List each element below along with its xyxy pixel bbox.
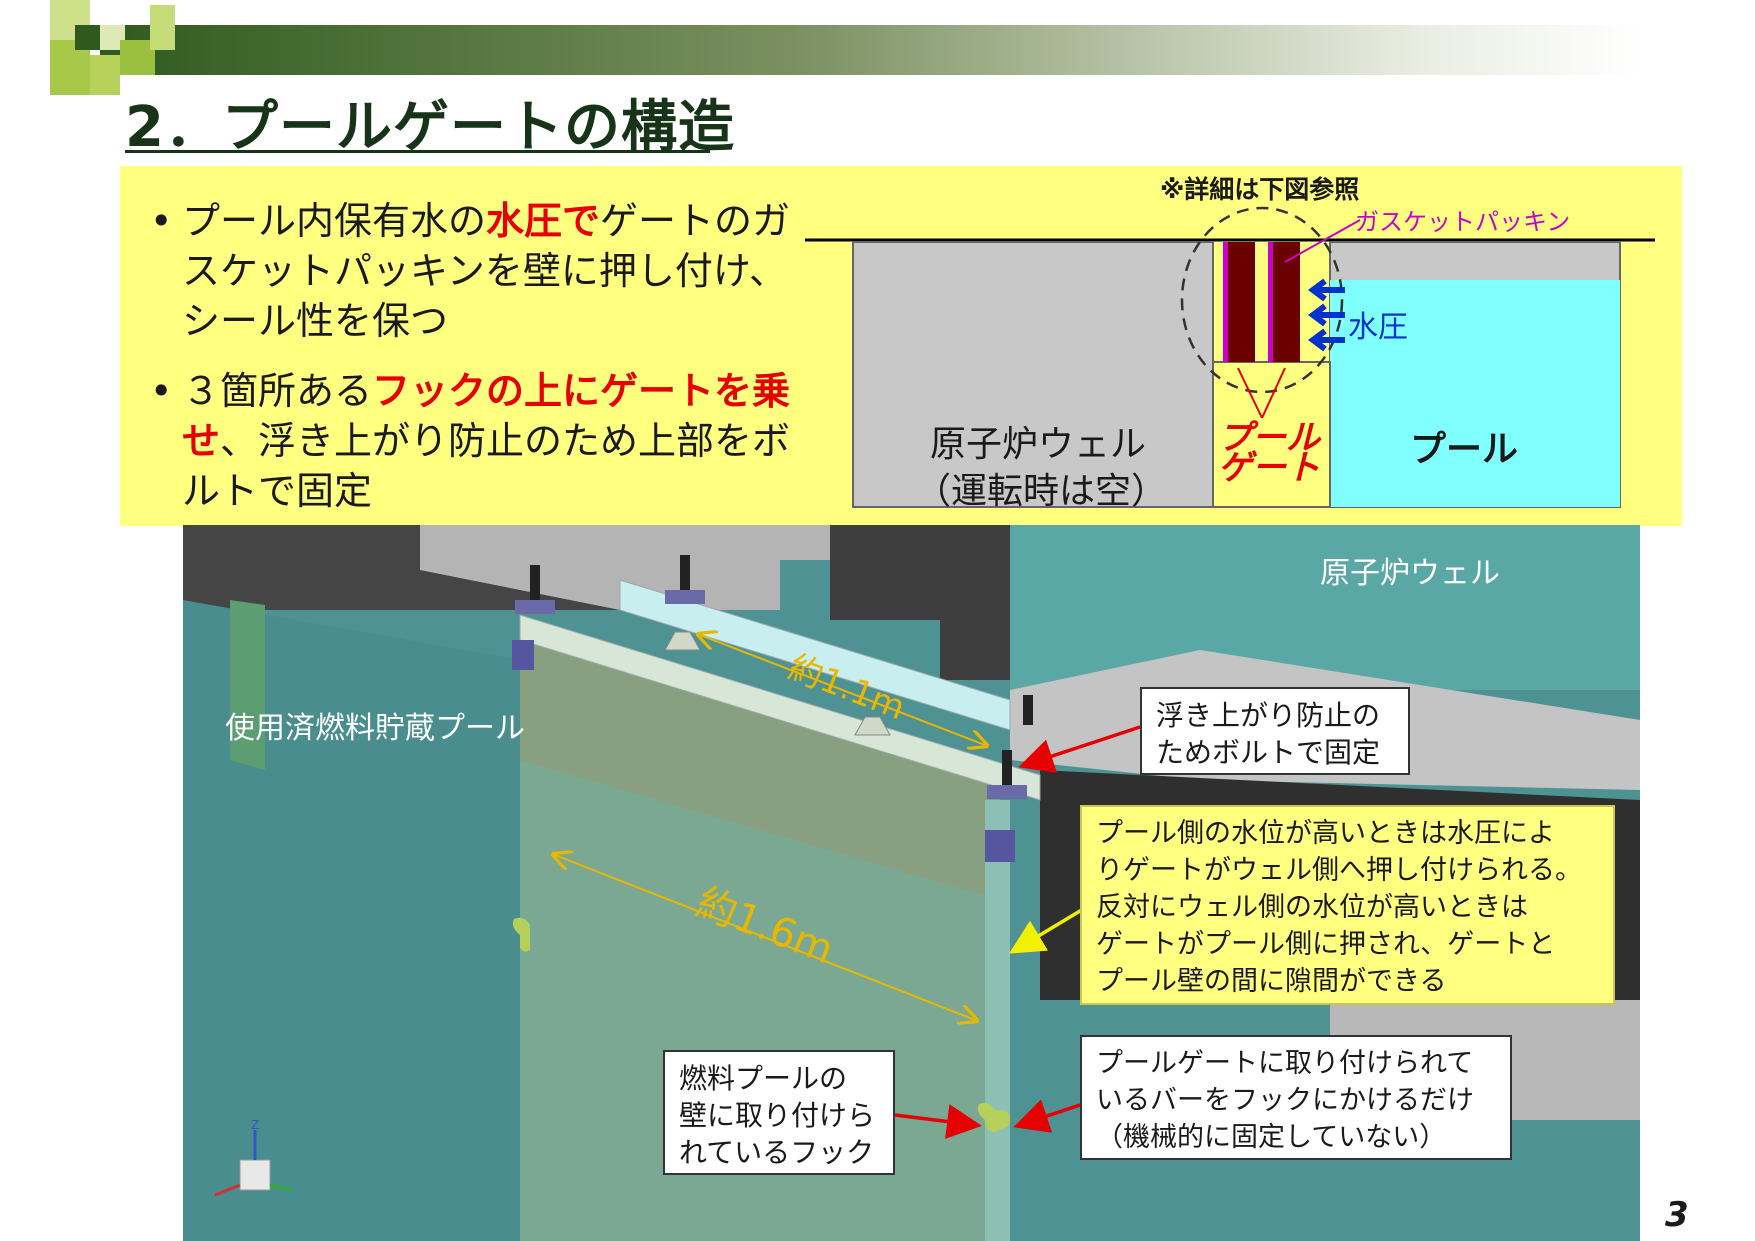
callout-water-level: プール側の水位が高いときは水圧によ りゲートがウェル側へ押し付けられる。 反対に… <box>1080 805 1615 1005</box>
back-ledge <box>420 525 840 610</box>
bullet-mark: • <box>150 199 173 243</box>
gate-leader-1 <box>1237 367 1263 419</box>
callout-line: ゲートがプール側に押され、ゲートと <box>1096 929 1556 960</box>
gasket-label: ガスケットパッキン <box>1355 208 1571 236</box>
leader-hook <box>894 1104 982 1139</box>
callout-bar: プールゲートに取り付けられて いるバーをフックにかけるだけ （機械的に固定してい… <box>1080 1035 1512 1160</box>
header-decoration <box>50 0 1640 95</box>
leader-bolt <box>1018 725 1141 773</box>
callout-line: （機械的に固定していない） <box>1096 1122 1447 1153</box>
well-label: 原子炉ウェル <box>930 424 1147 465</box>
gasket-left <box>1223 242 1228 362</box>
bullet-emphasis: フックの上にゲートを乗せ <box>182 369 791 463</box>
callout-line: いるバーをフックにかけるだけ <box>1096 1085 1474 1116</box>
dim-arrow-top <box>700 635 985 745</box>
callout-line: りゲートがウェル側へ押し付けられる。 <box>1096 855 1582 886</box>
pool-liner-strip <box>230 600 265 770</box>
gate-label-line2: ゲート <box>1218 448 1320 488</box>
gate-label-line1: プール <box>1218 418 1320 458</box>
page-number: 3 <box>1665 1195 1689 1235</box>
bullet-text: ３箇所あるフックの上にゲートを乗せ、浮き上がり防止のため上部をボルトで固定 <box>182 366 822 516</box>
bullet-segment: ゲートのガスケットパッキンを壁に押し付け、シール性を保つ <box>182 199 791 343</box>
pool-label: プール <box>1410 429 1519 470</box>
spent-fuel-pool-label: 使用済燃料貯蔵プール <box>225 711 525 746</box>
leader-bar <box>1013 1099 1081 1133</box>
pool-wall-left <box>183 600 520 1241</box>
callout-line: プール壁の間に隙間ができる <box>1096 966 1447 997</box>
callout-line: れているフック <box>679 1136 875 1169</box>
dim-arrow-side <box>555 855 975 1020</box>
callout-line: 壁に取り付けら <box>679 1099 876 1132</box>
callout-line: ためボルトで固定 <box>1156 736 1381 769</box>
bullet-segment: 、浮き上がり防止のため上部をボルトで固定 <box>182 419 791 513</box>
gate-plate-right <box>1268 242 1300 362</box>
hook-bottom <box>977 1102 1011 1132</box>
callout-line: プール側の水位が高いときは水圧によ <box>1096 818 1555 849</box>
slide-title: 2．プールゲートの構造 <box>125 95 735 160</box>
gate-leader-2 <box>1261 367 1286 419</box>
bullet-mark: • <box>150 369 173 413</box>
gate-edge-rail <box>985 800 1010 1241</box>
callout-hook: 燃料プールの 壁に取り付けら れているフック <box>663 1050 895 1175</box>
well-note: （運転時は空） <box>915 471 1168 512</box>
callout-bolt-fix: 浮き上がり防止の ためボルトで固定 <box>1140 687 1410 775</box>
gasket-right <box>1268 242 1273 362</box>
gate-plate-left <box>1223 242 1255 362</box>
leader-water-level <box>1008 903 1091 954</box>
callout-line: 浮き上がり防止の <box>1156 699 1381 732</box>
reactor-well-wall <box>1010 525 1640 690</box>
bullet-segment: プール内保有水の <box>182 199 487 243</box>
hook-left <box>512 917 530 952</box>
bullet-emphasis: 水圧で <box>486 199 601 243</box>
reactor-well-label: 原子炉ウェル <box>1320 556 1500 591</box>
bullet-segment: ３箇所ある <box>182 369 373 413</box>
pressure-label: 水圧 <box>1348 310 1408 345</box>
axis-triad-icon <box>214 1130 293 1197</box>
pool-water <box>1330 280 1620 507</box>
title-underline <box>125 150 710 153</box>
callout-line: 燃料プールの <box>679 1062 848 1095</box>
cross-section-schematic <box>805 206 1655 508</box>
callout-line: 反対にウェル側の水位が高いときは <box>1096 892 1528 923</box>
lifting-lug <box>664 631 701 651</box>
bolt-assemblies <box>512 555 1033 862</box>
detail-circle <box>1180 206 1344 394</box>
pressure-arrows <box>1308 278 1345 352</box>
gate-panel-upper <box>520 625 1000 900</box>
bullet-text: プール内保有水の水圧でゲートのガスケットパッキンを壁に押し付け、シール性を保つ <box>182 196 822 346</box>
axis-z-label: Z <box>251 1118 260 1132</box>
schematic-note: ※詳細は下図参照 <box>1160 175 1360 204</box>
callout-line: プールゲートに取り付けられて <box>1096 1048 1474 1079</box>
gasket-leader <box>1284 219 1361 263</box>
